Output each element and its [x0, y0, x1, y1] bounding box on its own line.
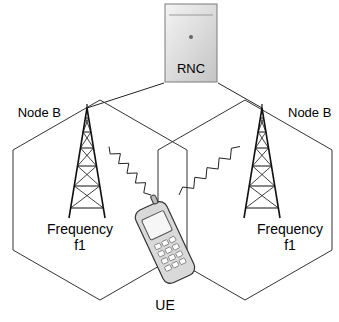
tower-lattice	[244, 104, 280, 218]
frequency-label: Frequency f1	[44, 221, 116, 253]
node-b-tower-outline	[240, 108, 284, 218]
node-name: UE	[153, 297, 176, 313]
phone-key	[164, 265, 172, 272]
ue-phone-outline	[130, 195, 200, 290]
server-panel-line	[169, 15, 213, 16]
node-name: RNC	[164, 61, 218, 77]
node-b-tower: Node B	[65, 108, 109, 218]
phone-antenna	[150, 194, 158, 204]
server-body	[165, 4, 217, 82]
node-b-tower-outline	[65, 108, 109, 218]
node-label: Node B	[17, 105, 62, 121]
phone-key	[161, 257, 169, 264]
phone-key	[169, 236, 177, 243]
phone-body	[133, 199, 198, 286]
phone-body-group	[129, 192, 197, 286]
server-led	[189, 35, 193, 39]
phone-key	[172, 261, 180, 268]
frequency-label: Frequency f1	[254, 221, 326, 253]
radio-link	[109, 147, 151, 196]
phone-key	[172, 243, 180, 250]
phone-key	[175, 251, 183, 258]
phone-key	[158, 250, 166, 257]
radio-link	[179, 147, 240, 196]
node-label: Node B	[287, 105, 332, 121]
phone-key	[165, 247, 173, 254]
phone-key	[179, 258, 187, 265]
network-link	[218, 83, 262, 108]
phone-key	[161, 239, 169, 246]
rnc-server: RNC	[164, 3, 218, 83]
ue-phone: UE	[130, 195, 200, 290]
phone-screen	[141, 210, 172, 240]
network-link	[87, 83, 164, 108]
tower-lattice	[69, 104, 105, 218]
node-b-tower: Node B	[240, 108, 284, 218]
phone-key	[168, 254, 176, 261]
phone-key	[154, 243, 162, 250]
